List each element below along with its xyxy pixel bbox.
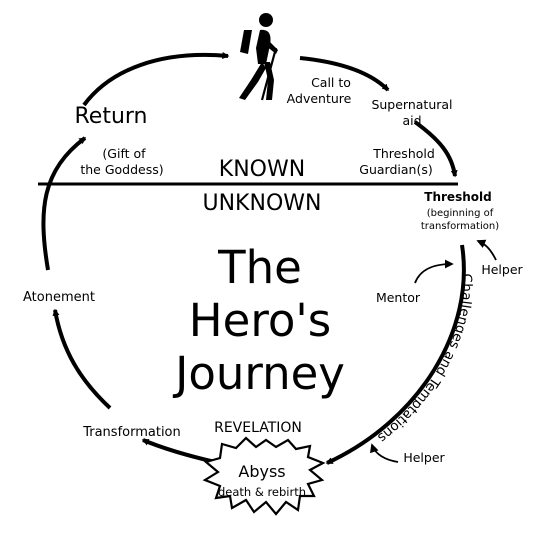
threshold-guardians-line-1: Threshold [372,146,435,161]
helper-lower-arrow [370,443,399,463]
abyss-label: Abyss [238,462,285,481]
threshold-note-line-1: (beginning of [427,208,494,219]
unknown-label: UNKNOWN [203,191,322,216]
abyss-starburst [202,436,326,516]
gift-line-2: the Goddess) [80,162,163,177]
gift-line-1: (Gift of [102,146,146,161]
threshold-label: Threshold [424,190,491,204]
arc-aid-to-threshold [413,120,458,178]
arc-atonement-to-return [41,136,87,271]
arc-top-to-aid [299,56,390,92]
call-to-adventure-line-2: Adventure [287,91,352,106]
threshold-guardians-line-2: Guardian(s) [359,162,432,177]
mentor-arrow [414,259,454,284]
arc-return-to-top [82,52,230,107]
call-to-adventure-line-1: Call to [311,75,351,90]
revelation-label: REVELATION [214,420,302,436]
center-title-line-1: The [217,241,302,294]
known-label: KNOWN [219,157,305,182]
atonement-label: Atonement [23,290,95,305]
helper-upper-label: Helper [481,262,523,277]
helper-lower-label: Helper [403,450,445,465]
arc-threshold-to-abyss [325,244,466,465]
center-title-line-3: Journey [172,347,345,400]
center-title-line-2: Hero's [189,294,331,347]
transformation-label: Transformation [82,425,181,440]
abyss-note: death & rebirth [218,485,306,499]
supernatural-aid-line-1: Supernatural [371,97,452,112]
hiker-icon [239,13,278,101]
helper-upper-arrow [476,239,497,261]
arc-abyss-to-transformation [141,438,216,464]
arc-transformation-to-atonement [52,308,112,410]
threshold-note-line-2: transformation) [421,221,499,232]
supernatural-aid-line-2: aid [402,113,421,128]
mentor-label: Mentor [376,290,421,305]
return-label: Return [74,104,147,129]
